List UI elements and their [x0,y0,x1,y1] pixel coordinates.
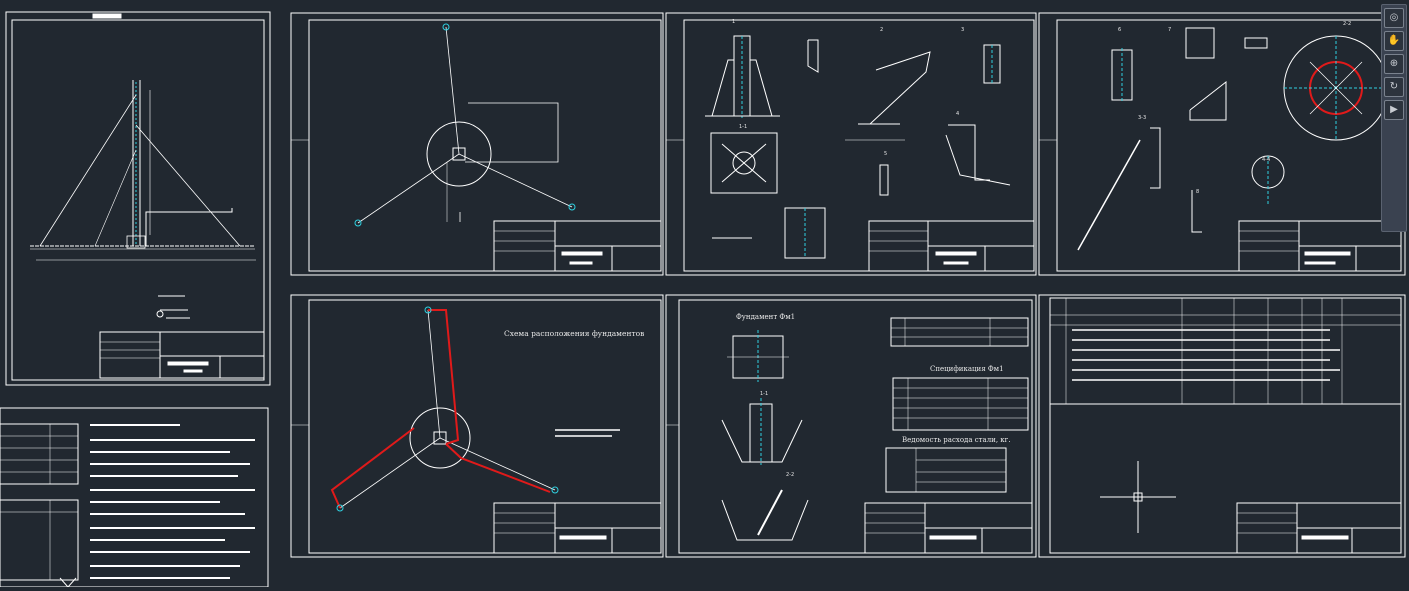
sheet-guy-plan[interactable] [290,12,664,276]
view-number-5: 5 [884,151,888,157]
sheet-notes[interactable] [0,407,269,588]
sheet-details[interactable] [665,12,1037,276]
showmotion-icon[interactable]: ▶ [1384,100,1404,120]
steering-wheel-icon[interactable]: ◎ [1384,8,1404,28]
section-label-3-3: 3-3 [1138,115,1147,121]
view-number-4: 4 [956,111,960,117]
view-number-1: 1 [732,19,736,25]
steel-consumption-title: Ведомость расхода стали, кг. [902,436,1011,444]
view-number-6: 6 [1118,27,1122,33]
zoom-icon[interactable]: ⊕ [1384,54,1404,74]
foundation-layout-title: Схема расположения фундаментов [504,329,645,338]
section-label-2-2-fm1: 2-2 [786,472,795,478]
sheet-foundation-layout[interactable] [290,294,664,558]
orbit-icon[interactable]: ↻ [1384,77,1404,97]
view-number-3: 3 [961,27,965,33]
pan-icon[interactable]: ✋ [1384,31,1404,51]
section-label-1-1: 1-1 [739,124,748,130]
view-number-8: 8 [1196,189,1200,195]
sheet-mast-elevation[interactable] [5,11,271,386]
sheet-nodes[interactable] [1038,12,1406,276]
sheet-specification[interactable] [1038,294,1406,558]
section-label-4-4: 4-4 [1262,157,1271,163]
foundation-fm1-title: Фундамент Фм1 [736,313,796,321]
navigation-bar[interactable]: ◎ ✋ ⊕ ↻ ▶ [1381,4,1407,232]
spec-fm1-title: Спецификация Фм1 [930,365,1004,373]
section-label-1-1-fm1: 1-1 [760,391,769,397]
view-number-7: 7 [1168,27,1172,33]
sheet-foundation-fm1[interactable] [665,294,1037,558]
section-label-2-2: 2-2 [1343,21,1352,27]
view-number-2: 2 [880,27,884,33]
